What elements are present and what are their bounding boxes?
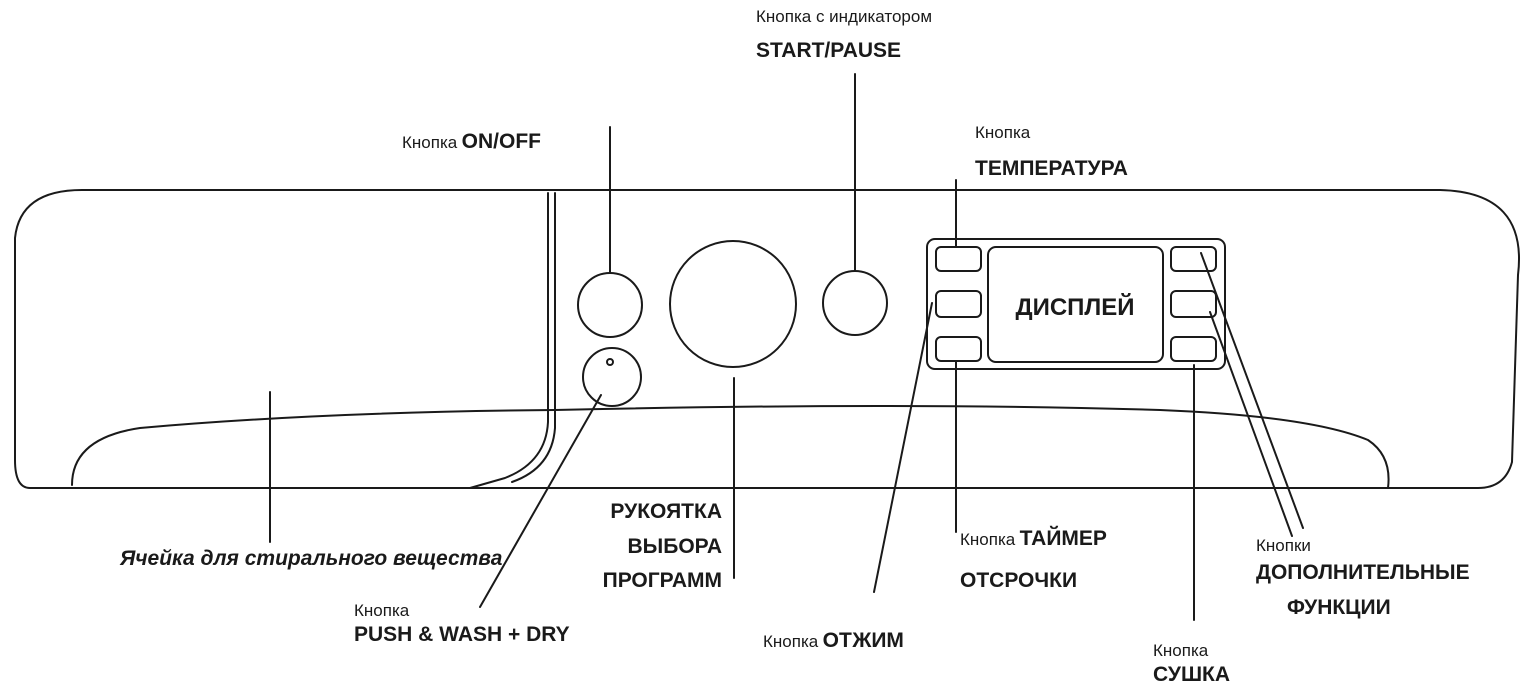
- temperature-label: ТЕМПЕРАТУРА: [975, 157, 1128, 180]
- spin-button[interactable]: [935, 290, 982, 318]
- extra-prefix: Кнопки: [1256, 536, 1311, 555]
- timer-label-line2: ОТСРОЧКИ: [960, 569, 1078, 592]
- timer-label-line1: ТАЙМЕР: [1019, 527, 1107, 550]
- extra-label-line2: ФУНКЦИИ: [1287, 596, 1391, 619]
- program-knob[interactable]: [669, 240, 797, 368]
- extra-function-button-1[interactable]: [1170, 246, 1217, 272]
- temperature-button[interactable]: [935, 246, 982, 272]
- panel-lip: [71, 405, 1390, 489]
- timer-label-group: Кнопка ТАЙМЕР: [960, 528, 1107, 549]
- extra-label-line1: ДОПОЛНИТЕЛЬНЫЕ: [1256, 561, 1470, 584]
- drying-label: СУШКА: [1153, 663, 1231, 686]
- program-knob-line3: ПРОГРАММ: [602, 569, 722, 592]
- spin-label: ОТЖИМ: [822, 629, 904, 652]
- detergent-drawer: [469, 192, 549, 489]
- display-label: ДИСПЛЕЙ: [1015, 293, 1134, 321]
- push-wash-prefix: Кнопка: [354, 601, 410, 620]
- leader-extra-2: [1209, 311, 1293, 537]
- start-pause-label: START/PAUSE: [756, 39, 902, 62]
- timer-button[interactable]: [935, 336, 982, 362]
- temperature-prefix: Кнопка: [975, 123, 1031, 142]
- on-off-button[interactable]: [577, 272, 643, 338]
- start-pause-prefix: Кнопка с индикатором: [756, 7, 933, 26]
- push-wash-label: PUSH & WASH + DRY: [354, 623, 570, 646]
- extra-function-button-2[interactable]: [1170, 290, 1217, 318]
- program-knob-line1: РУКОЯТКА: [610, 500, 722, 523]
- leader-spin: [873, 302, 933, 593]
- display-housing: [926, 238, 1226, 370]
- detergent-label: Ячейка для стирального вещества: [120, 547, 503, 570]
- on-off-prefix: Кнопка: [402, 133, 458, 152]
- timer-prefix: Кнопка: [960, 530, 1016, 549]
- panel-outline: [14, 189, 1520, 489]
- display-screen: [987, 246, 1164, 363]
- push-wash-indicator: [606, 358, 614, 366]
- program-knob-line2: ВЫБОРА: [627, 535, 722, 558]
- leader-push-wash: [479, 394, 602, 608]
- spin-label-group: Кнопка ОТЖИМ: [763, 630, 904, 651]
- on-off-label: ON/OFF: [461, 130, 541, 153]
- start-pause-button[interactable]: [822, 270, 888, 336]
- drying-prefix: Кнопка: [1153, 641, 1209, 660]
- drying-button[interactable]: [1170, 336, 1217, 362]
- push-wash-button[interactable]: [582, 347, 642, 407]
- on-off-label-group: Кнопка ON/OFF: [402, 131, 541, 152]
- spin-prefix: Кнопка: [763, 632, 819, 651]
- leader-extra-1: [1200, 252, 1304, 529]
- detergent-drawer-edge: [511, 192, 556, 483]
